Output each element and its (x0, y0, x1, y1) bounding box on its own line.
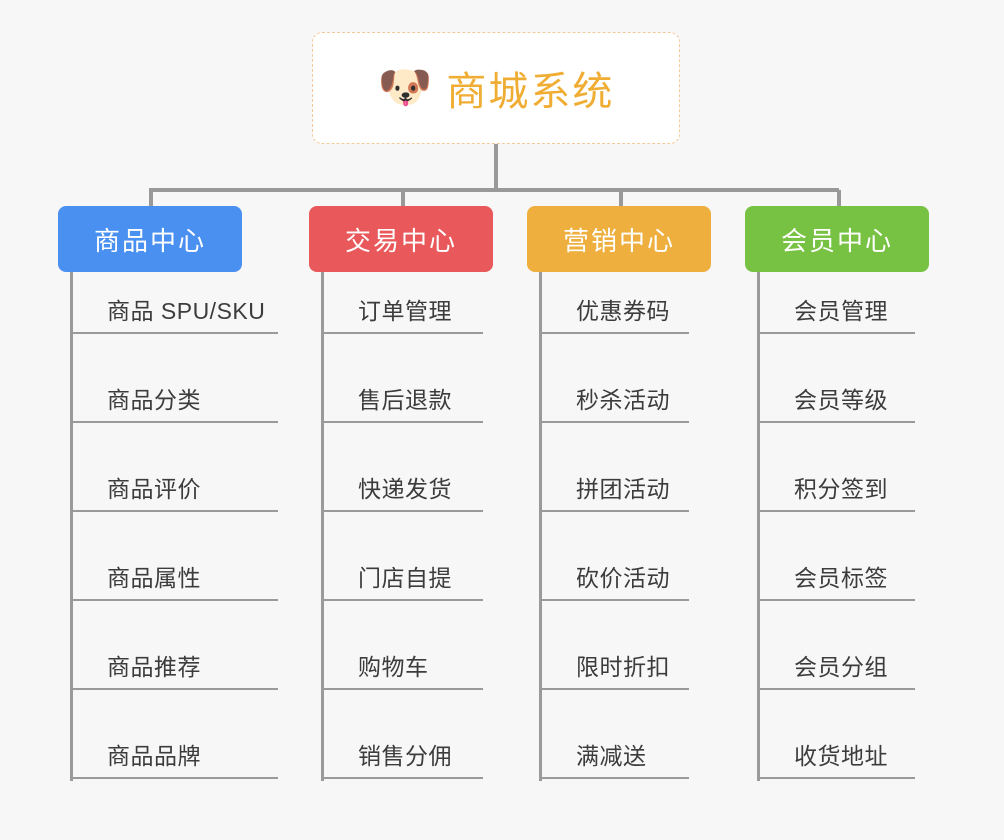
connector-drop-2 (401, 190, 405, 206)
leaf-item[interactable]: 会员分组 (760, 644, 915, 690)
leaf-item-label: 商品分类 (107, 387, 201, 413)
leaf-item-underline (760, 510, 915, 512)
leaf-item-underline (73, 332, 278, 334)
leaf-item-label: 会员分组 (794, 654, 888, 680)
leaf-item[interactable]: 秒杀活动 (542, 377, 689, 423)
leaf-item-underline (760, 688, 915, 690)
leaf-item[interactable]: 积分签到 (760, 466, 915, 512)
category-label: 商品中心 (93, 225, 206, 256)
connector-drop-3 (619, 190, 623, 206)
leaf-item[interactable]: 商品品牌 (73, 733, 278, 779)
leaf-item[interactable]: 会员标签 (760, 555, 915, 601)
leaf-item-label: 满减送 (576, 743, 647, 769)
leaf-item[interactable]: 会员等级 (760, 377, 915, 423)
category-box-2[interactable]: 交易中心 (309, 206, 493, 272)
leaf-item[interactable]: 砍价活动 (542, 555, 689, 601)
leaf-item-label: 秒杀活动 (576, 387, 670, 413)
leaf-item[interactable]: 限时折扣 (542, 644, 689, 690)
leaf-item-label: 商品属性 (107, 565, 201, 591)
leaf-item[interactable]: 销售分佣 (324, 733, 483, 779)
leaf-item-label: 会员管理 (794, 298, 888, 324)
leaf-item-label: 门店自提 (358, 565, 452, 591)
connector-horizontal-bus (149, 188, 839, 192)
root-node-label: 商城系统 (446, 70, 615, 114)
leaf-item-label: 快递发货 (358, 476, 452, 502)
category-label: 交易中心 (344, 225, 457, 256)
leaf-item[interactable]: 门店自提 (324, 555, 483, 601)
leaf-item-underline (73, 688, 278, 690)
leaf-item[interactable]: 商品属性 (73, 555, 278, 601)
leaf-item-label: 会员等级 (794, 387, 888, 413)
leaf-item[interactable]: 订单管理 (324, 288, 483, 334)
leaf-item-underline (542, 599, 689, 601)
category-label: 营销中心 (562, 225, 675, 256)
leaf-item-label: 销售分佣 (358, 743, 452, 769)
leaf-item-label: 订单管理 (358, 298, 452, 324)
leaf-item[interactable]: 快递发货 (324, 466, 483, 512)
leaf-item[interactable]: 满减送 (542, 733, 689, 779)
leaf-item-underline (324, 421, 483, 423)
leaf-item-label: 砍价活动 (576, 565, 670, 591)
shiba-dog-icon: 🐶 (377, 63, 433, 112)
leaf-item[interactable]: 商品 SPU/SKU (73, 288, 278, 334)
leaf-item-underline (542, 777, 689, 779)
leaf-item-underline (324, 599, 483, 601)
leaf-item-label: 拼团活动 (576, 476, 670, 502)
leaf-item-underline (542, 421, 689, 423)
leaf-item-underline (324, 777, 483, 779)
leaf-item-label: 限时折扣 (576, 654, 670, 680)
leaf-item-underline (542, 688, 689, 690)
leaf-item[interactable]: 会员管理 (760, 288, 915, 334)
column-spine (321, 272, 324, 781)
column-spine (757, 272, 760, 781)
leaf-item-underline (73, 599, 278, 601)
leaf-item-underline (760, 599, 915, 601)
leaf-item-label: 商品评价 (107, 476, 201, 502)
leaf-item-label: 商品推荐 (107, 654, 201, 680)
root-node[interactable]: 🐶 商城系统 (312, 32, 680, 144)
leaf-item[interactable]: 购物车 (324, 644, 483, 690)
connector-drop-4 (837, 190, 841, 206)
leaf-item-underline (73, 510, 278, 512)
leaf-item-underline (324, 332, 483, 334)
leaf-item-label: 售后退款 (358, 387, 452, 413)
leaf-item-label: 收货地址 (794, 743, 888, 769)
leaf-item-underline (324, 688, 483, 690)
leaf-item[interactable]: 拼团活动 (542, 466, 689, 512)
leaf-item-underline (324, 510, 483, 512)
leaf-item[interactable]: 商品分类 (73, 377, 278, 423)
category-box-4[interactable]: 会员中心 (745, 206, 929, 272)
leaf-item-underline (760, 777, 915, 779)
category-label: 会员中心 (780, 225, 893, 256)
leaf-item-underline (760, 421, 915, 423)
leaf-item-underline (73, 421, 278, 423)
leaf-item-underline (73, 777, 278, 779)
column-spine (70, 272, 73, 781)
leaf-item-underline (542, 332, 689, 334)
leaf-item-label: 积分签到 (794, 476, 888, 502)
category-box-1[interactable]: 商品中心 (58, 206, 242, 272)
leaf-item-label: 优惠券码 (576, 298, 670, 324)
leaf-item-underline (542, 510, 689, 512)
leaf-item[interactable]: 优惠券码 (542, 288, 689, 334)
leaf-item-label: 商品 SPU/SKU (107, 298, 266, 324)
column-spine (539, 272, 542, 781)
connector-drop-1 (149, 190, 153, 206)
leaf-item[interactable]: 收货地址 (760, 733, 915, 779)
category-box-3[interactable]: 营销中心 (527, 206, 711, 272)
leaf-item[interactable]: 商品推荐 (73, 644, 278, 690)
leaf-item[interactable]: 售后退款 (324, 377, 483, 423)
leaf-item[interactable]: 商品评价 (73, 466, 278, 512)
connector-root-stem (494, 144, 498, 190)
leaf-item-label: 购物车 (358, 654, 429, 680)
leaf-item-label: 商品品牌 (107, 743, 201, 769)
leaf-item-underline (760, 332, 915, 334)
leaf-item-label: 会员标签 (794, 565, 888, 591)
